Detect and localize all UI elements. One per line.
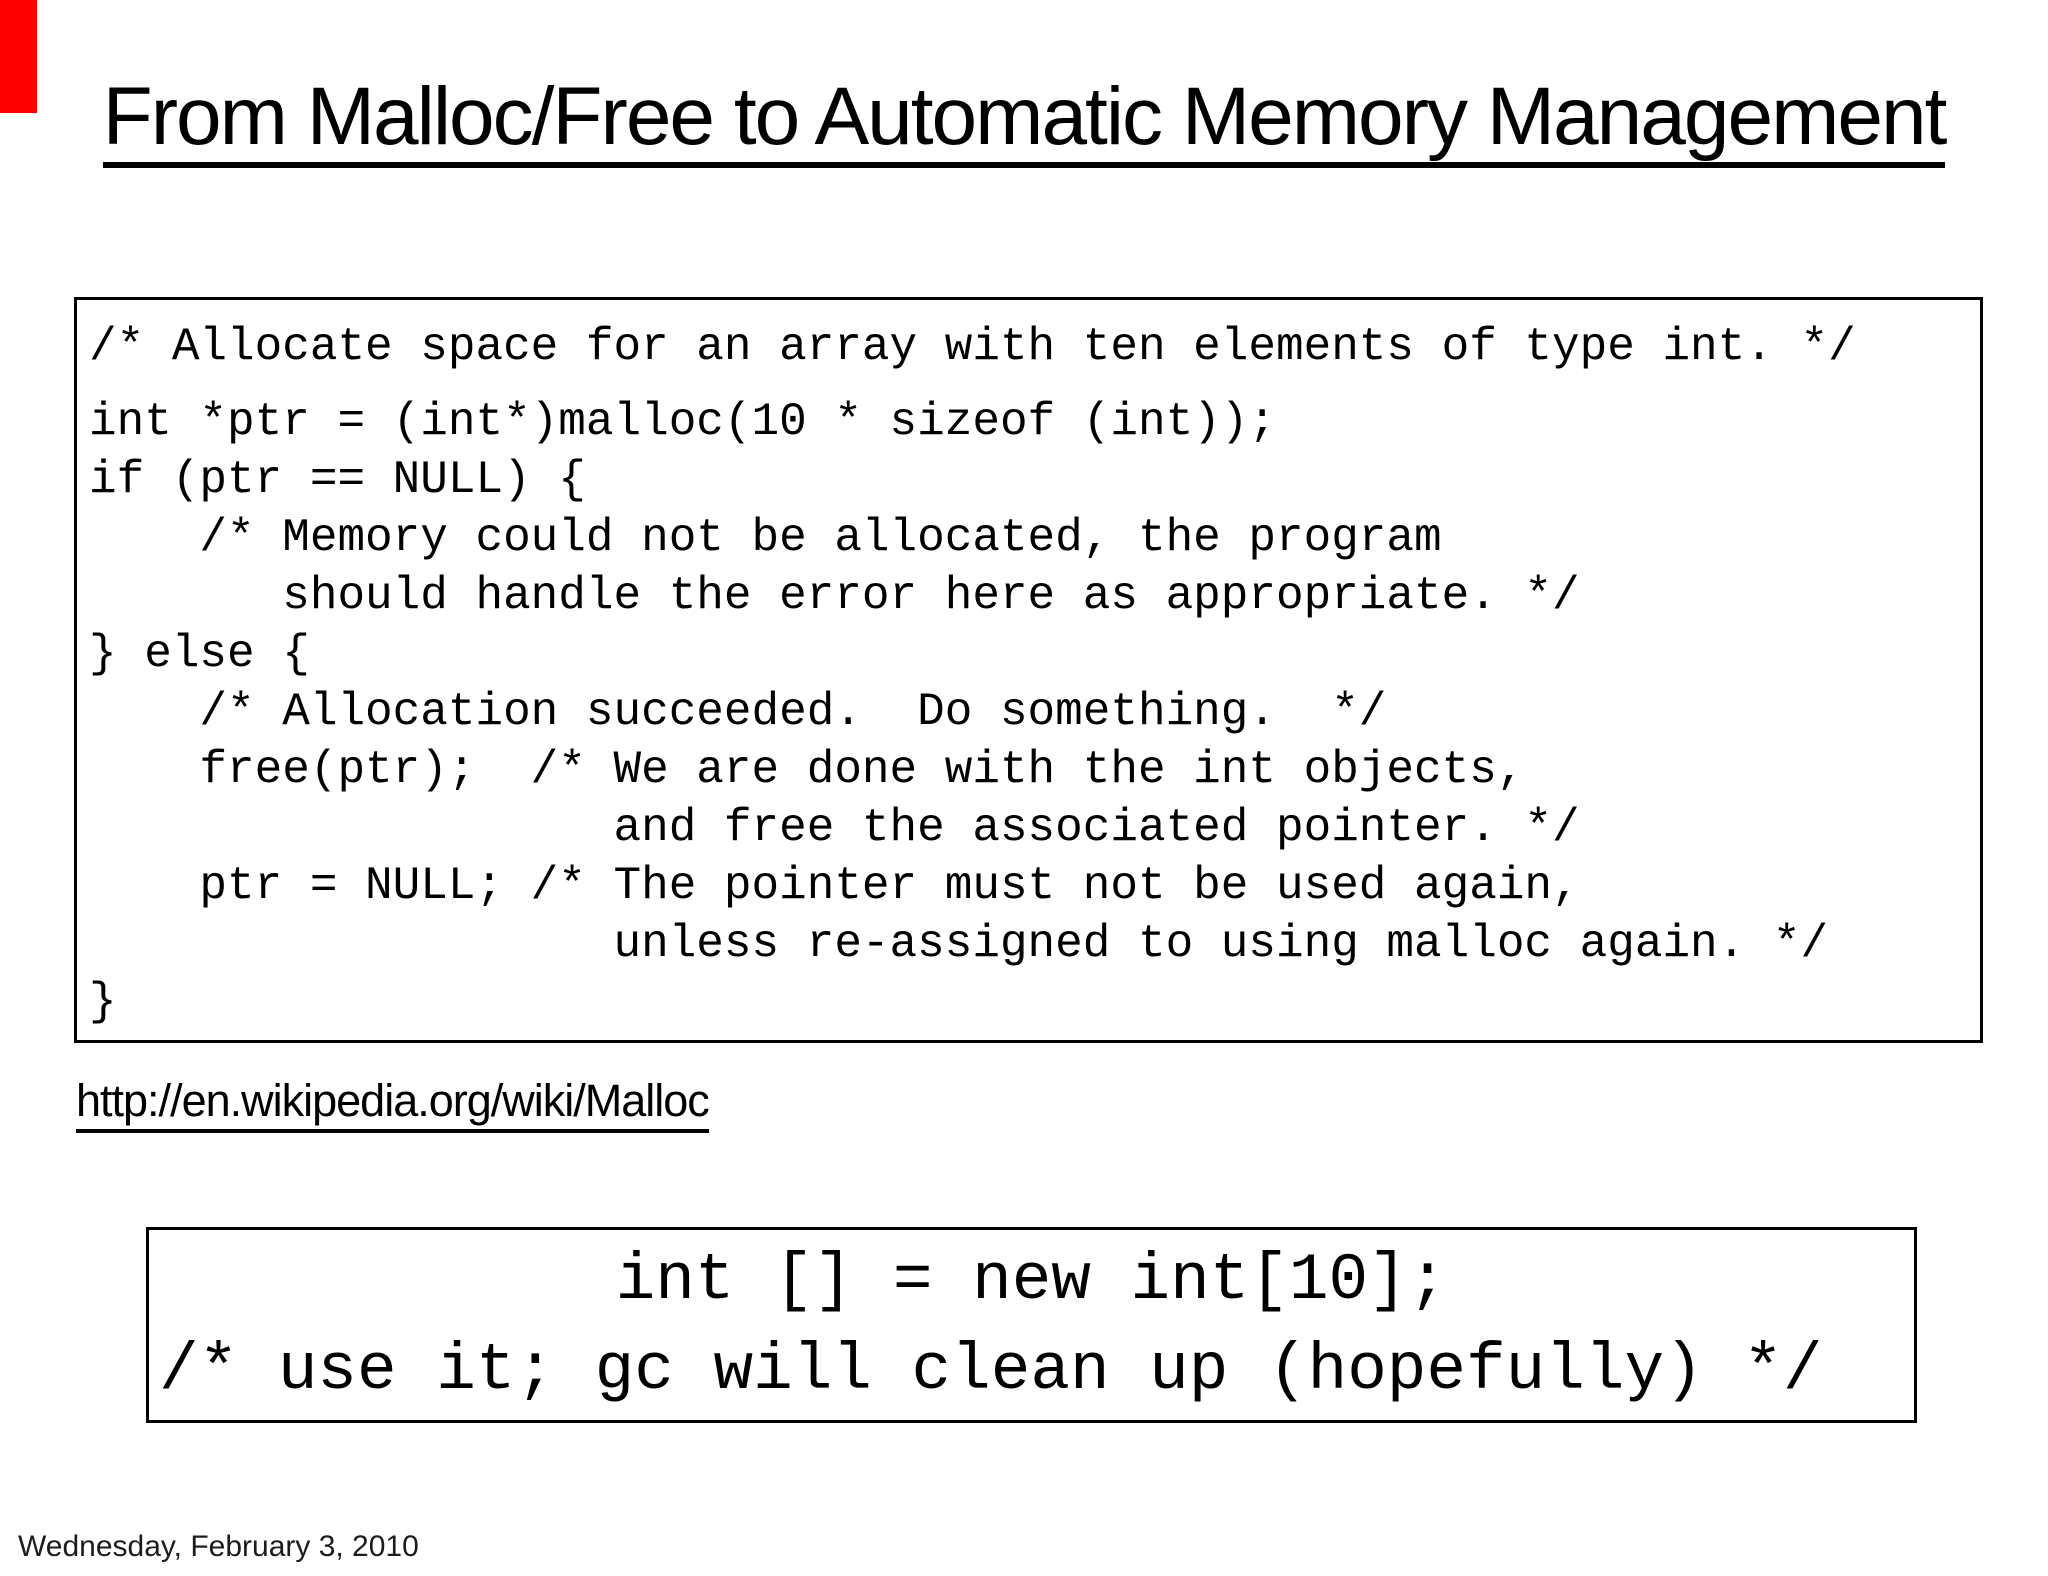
wikipedia-malloc-link[interactable]: http://en.wikipedia.org/wiki/Malloc xyxy=(76,1076,710,1133)
java-gc-code-box: int [] = new int[10]; /* use it; gc will… xyxy=(146,1227,1917,1423)
footer-date: Wednesday, February 3, 2010 xyxy=(18,1530,419,1563)
c-code-box: /* Allocate space for an array with ten … xyxy=(74,297,1983,1043)
c-code-body: int *ptr = (int*)malloc(10 * sizeof (int… xyxy=(89,396,1829,1028)
java-code-line-1: int [] = new int[10]; xyxy=(615,1243,1448,1318)
page-title: From Malloc/Free to Automatic Memory Man… xyxy=(102,76,1947,168)
java-code-line-2: /* use it; gc will clean up (hopefully) … xyxy=(159,1333,1823,1408)
title-row: From Malloc/Free to Automatic Memory Man… xyxy=(0,76,2048,168)
c-code-comment-line: /* Allocate space for an array with ten … xyxy=(89,321,1856,373)
red-bookmark-marker xyxy=(0,0,37,113)
